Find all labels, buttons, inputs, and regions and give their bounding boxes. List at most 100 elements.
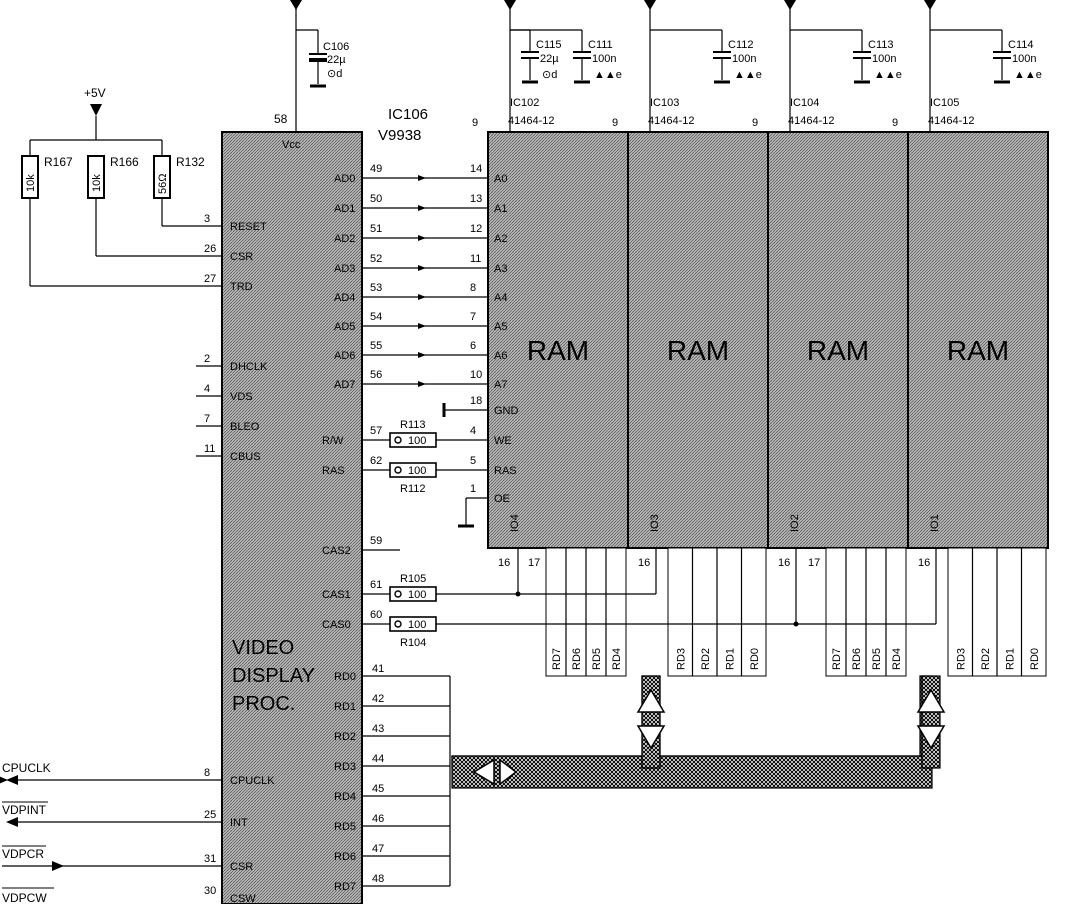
- arrow-right-icon: [418, 381, 426, 387]
- vdp-pin-number: 53: [370, 282, 382, 294]
- vdp-pin-number: 62: [370, 455, 382, 467]
- ram-io-label: IO1: [929, 514, 941, 532]
- ram-data-label: RD7: [551, 648, 563, 670]
- r104-ref: R104: [400, 637, 426, 649]
- ram-data-label: RD0: [1029, 648, 1041, 670]
- arrow-right-icon: [418, 235, 426, 241]
- vdp-pin-label: BLEO: [230, 421, 260, 433]
- ram-part: 41464-12: [508, 115, 555, 127]
- ram-data-label: RD4: [611, 648, 623, 670]
- cap-ref: C111: [588, 39, 613, 51]
- ram-data-label: RD5: [871, 648, 883, 670]
- vdp-pin-label: TRD: [230, 281, 253, 293]
- r132-value: 56Ω: [157, 174, 169, 194]
- r113-value: 100: [408, 435, 426, 447]
- vdp-pin-number: 4: [204, 383, 210, 395]
- ram-bottom-pin-number: 16: [918, 557, 930, 569]
- ram-pin-number: 4: [470, 425, 476, 437]
- vdp-pin-label: AD0: [334, 173, 355, 185]
- ram-label: RAM: [947, 335, 1009, 366]
- vdp-func-3: PROC.: [232, 693, 295, 715]
- vdp-pin-number: 2: [204, 353, 210, 365]
- ram-data-label: RD7: [831, 648, 843, 670]
- c106-ref: C106: [323, 41, 349, 53]
- vdp-pin-label: RD6: [334, 851, 356, 863]
- ram-io-label: IO4: [509, 514, 521, 532]
- vdp-pin-label: AD5: [334, 321, 355, 333]
- vdp-vcc-pin: 58: [274, 112, 288, 126]
- vdp-pin-label: RD5: [334, 821, 356, 833]
- ram-ref: IC104: [790, 97, 819, 109]
- vdp-pin-number: 59: [370, 535, 382, 547]
- ram-pin-label: A3: [494, 263, 507, 275]
- vdp-pin-number: 11: [204, 443, 215, 455]
- vdp-pin-number: 27: [204, 273, 216, 285]
- cap-ref: C115: [536, 39, 561, 51]
- ram-data-label: RD3: [675, 648, 687, 670]
- vdp-pin-number: 26: [204, 243, 216, 255]
- signal-vdpcr: VDPCR: [2, 847, 44, 861]
- ram-pin-label: A1: [494, 203, 507, 215]
- cap-value: 100n: [872, 53, 896, 65]
- ram-pin-label: A4: [494, 292, 507, 304]
- ram-data-label: RD3: [955, 648, 967, 670]
- vdp-pin-label: RD2: [334, 731, 356, 743]
- ram-pin-number: 12: [470, 223, 482, 235]
- cap-value: 22µ: [540, 53, 559, 65]
- arrow-right-icon: [418, 265, 426, 271]
- ram-data-label: RD4: [891, 648, 903, 670]
- vdp-pin-number: 51: [370, 223, 382, 235]
- ram-ref: IC103: [650, 97, 679, 109]
- vdp-pin-label: RESET: [230, 221, 267, 233]
- bus-arrow-down-icon: [636, 725, 666, 750]
- r104-value: 100: [408, 619, 426, 631]
- cap-type: ▲▲e: [874, 69, 902, 81]
- vdp-pin-label: DHCLK: [230, 361, 268, 373]
- ram-pin-number: 6: [470, 340, 476, 352]
- vdp-pin-number: 47: [372, 843, 384, 855]
- vdp-pin-label: CSR: [230, 861, 253, 873]
- ram-data-label: RD1: [1004, 648, 1016, 670]
- bus-arrow-up-icon: [636, 688, 666, 713]
- arrow-right-icon: [52, 861, 64, 871]
- vdp-left-pins: 3RESET26CSR27TRD2DHCLK4VDS7BLEO11CBUS8CP…: [196, 213, 275, 904]
- vdp-func-1: VIDEO: [232, 637, 294, 659]
- ram-ref: IC102: [510, 97, 539, 109]
- ram-data-label: RD1: [724, 648, 736, 670]
- vdp-pin-number: 54: [370, 311, 382, 323]
- vdp-pin-label: CAS2: [322, 545, 351, 557]
- ram-vcc-pin: 9: [752, 117, 758, 129]
- supply-arrow-icon: [644, 0, 656, 10]
- vdp-ref: IC106: [388, 106, 428, 123]
- ram-body: [907, 131, 1049, 549]
- vdp-pin-number: 61: [370, 579, 382, 591]
- vdp-pin-label: CAS1: [322, 589, 351, 601]
- signal-vdpcw: VDPCW: [2, 891, 47, 904]
- r112-ref: R112: [400, 483, 425, 495]
- vdp-pin-number: 44: [372, 753, 384, 765]
- vdp-pin-label: CSR: [230, 251, 253, 263]
- vdp-pin-label: CPUCLK: [230, 775, 275, 787]
- vdp-pin-label: AD6: [334, 350, 355, 362]
- r113-ref: R113: [400, 419, 425, 431]
- vdp-body: [221, 131, 363, 904]
- external-signals: CPUCLK VDPINT VDPCR VDPCW: [0, 761, 222, 904]
- bus-arrow-right-icon: [499, 758, 518, 786]
- ram-data-label: RD0: [749, 648, 761, 670]
- vdp-pin-label: AD1: [334, 203, 355, 215]
- vdp-pin-number: 50: [370, 193, 382, 205]
- ram-pin-number: 18: [470, 395, 482, 407]
- vdp-pin-label: AD7: [334, 379, 355, 391]
- ram-pin-number: 5: [470, 455, 476, 467]
- supply-label: +5V: [84, 86, 106, 100]
- vdp-pin-number: 56: [370, 369, 382, 381]
- ram-pin-label: A5: [494, 321, 507, 333]
- vdp-pin-label: VDS: [230, 391, 253, 403]
- ram-pin-number: 13: [470, 193, 482, 205]
- vdp-pin-number: 30: [204, 885, 216, 897]
